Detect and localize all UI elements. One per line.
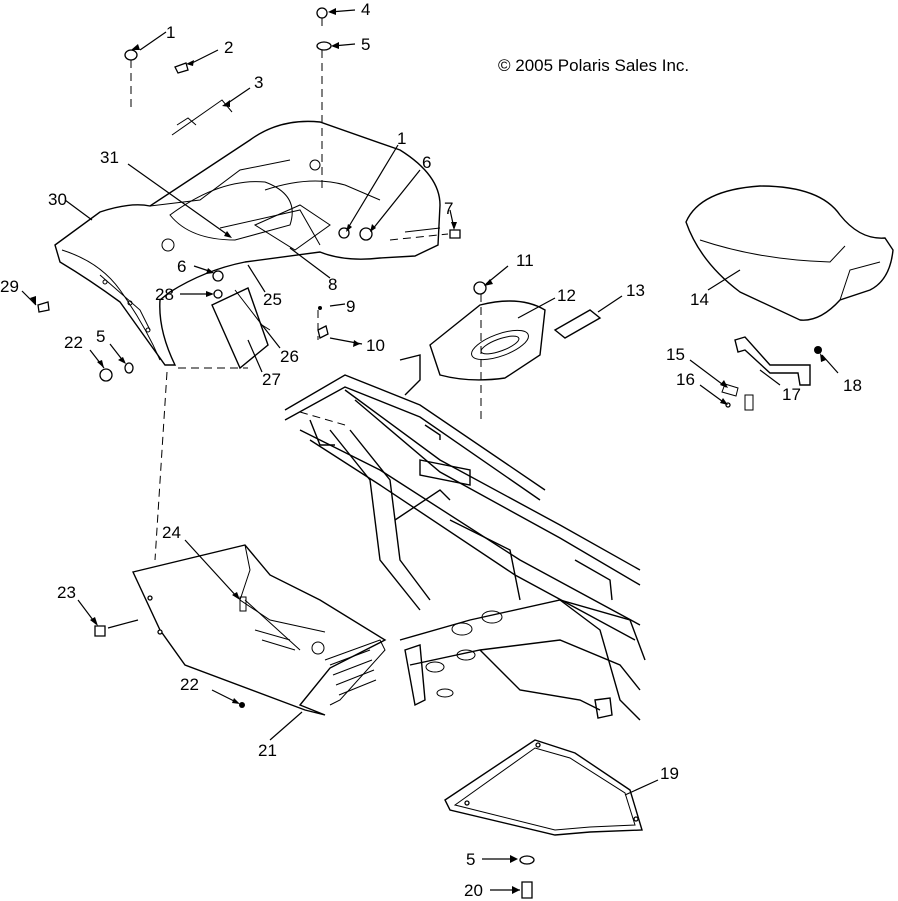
callout-28: 28 (155, 285, 174, 304)
callout-25: 25 (263, 290, 282, 309)
callout-18: 18 (843, 376, 862, 395)
callout-11: 11 (516, 251, 534, 270)
tray-bar-part (553, 309, 602, 339)
floor-panel-part (444, 739, 643, 836)
callout-24: 24 (162, 523, 181, 542)
fender-hardware (171, 99, 233, 299)
callout-5: 5 (361, 35, 370, 54)
callout-5: 5 (96, 327, 105, 346)
callout-5: 5 (466, 850, 475, 869)
callout-19: 19 (660, 764, 679, 783)
callout-22: 22 (64, 333, 83, 352)
callout-1: 1 (397, 129, 406, 148)
callout-9: 9 (346, 297, 355, 316)
callout-10: 10 (366, 336, 385, 355)
callout-30: 30 (48, 190, 67, 209)
seat-part (685, 185, 894, 321)
callout-6: 6 (177, 257, 186, 276)
callout-13: 13 (626, 281, 645, 300)
callout-17: 17 (782, 385, 801, 404)
seat-latch-part (721, 336, 822, 411)
callout-20: 20 (464, 881, 483, 900)
assembly-lines (130, 50, 482, 561)
callout-1: 1 (166, 23, 175, 42)
callout-6: 6 (422, 153, 431, 172)
callout-21: 21 (258, 741, 277, 760)
callout-2: 2 (224, 38, 233, 57)
callout-12: 12 (557, 286, 576, 305)
callout-7: 7 (444, 199, 453, 218)
leader-lines (21, 9, 839, 891)
vehicle-frame-part (284, 354, 646, 721)
storage-tray-part (429, 300, 546, 381)
callout-8: 8 (328, 275, 337, 294)
callout-15: 15 (666, 345, 685, 364)
splash-flap-part (211, 287, 269, 370)
callout-27: 27 (262, 370, 281, 389)
callout-26: 26 (280, 347, 299, 366)
loose-hardware (37, 7, 535, 899)
callout-29: 29 (0, 277, 19, 296)
arrowheads (30, 8, 826, 894)
callout-16: 16 (676, 370, 695, 389)
callout-3: 3 (254, 73, 263, 92)
callout-4: 4 (361, 0, 370, 19)
copyright-notice: © 2005 Polaris Sales Inc. (498, 56, 690, 75)
skid-plate-part (132, 544, 387, 716)
callout-22: 22 (180, 675, 199, 694)
callout-31: 31 (100, 148, 119, 167)
callout-14: 14 (690, 290, 709, 309)
callout-23: 23 (57, 583, 76, 602)
callout-labels: 1 2 3 4 5 1 6 7 31 30 29 6 28 25 8 9 10 … (0, 0, 862, 900)
